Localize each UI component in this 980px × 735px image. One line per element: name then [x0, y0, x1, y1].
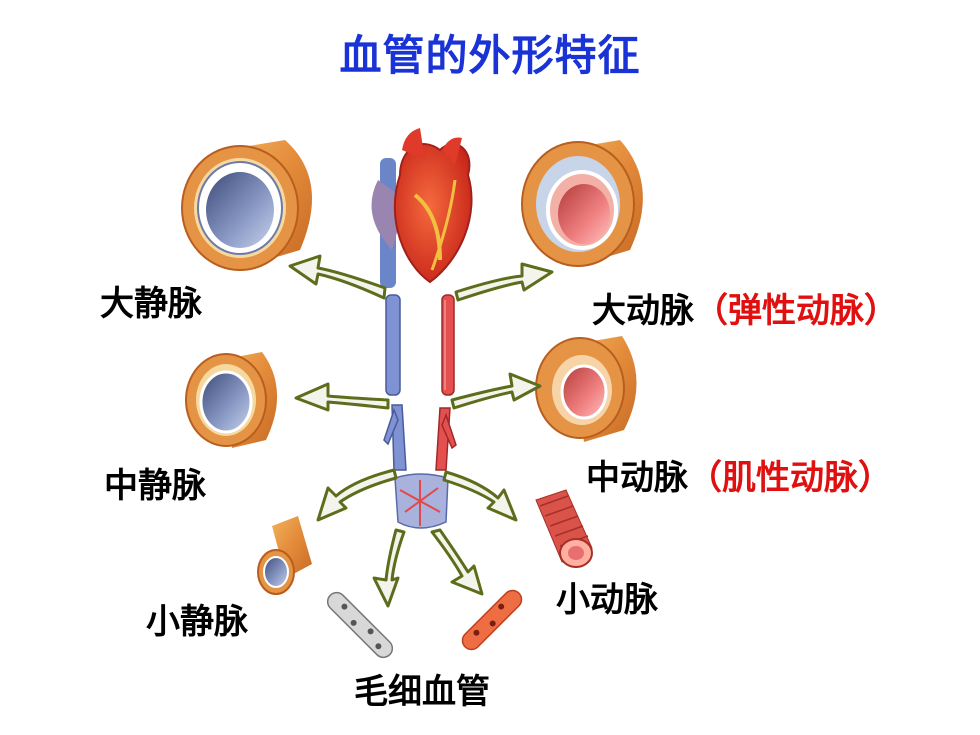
label-medium-artery-note: （肌性动脉）: [688, 458, 892, 498]
arrow-to-large-artery: [454, 262, 554, 302]
arrow-to-capillary-left: [372, 528, 406, 608]
label-large-vein: 大静脉: [100, 284, 202, 324]
arrow-to-small-artery: [442, 470, 518, 522]
arrow-to-medium-vein: [294, 382, 390, 412]
label-medium-artery-name: 中动脉: [586, 458, 688, 498]
label-medium-artery: 中动脉（肌性动脉）: [586, 450, 892, 499]
label-large-artery-name: 大动脉: [592, 291, 694, 331]
arrows: [288, 254, 554, 608]
label-small-artery: 小动脉: [556, 580, 658, 620]
large-artery-illustration: [521, 140, 643, 267]
small-artery-illustration: [535, 489, 593, 568]
label-capillary: 毛细血管: [354, 672, 490, 712]
label-small-vein: 小静脉: [146, 602, 248, 642]
label-large-artery: 大动脉（弹性动脉）: [592, 283, 898, 332]
label-medium-vein: 中静脉: [104, 466, 206, 506]
arrow-to-small-vein: [316, 468, 398, 522]
medium-vein-illustration: [185, 352, 278, 448]
page-title: 血管的外形特征: [339, 31, 641, 80]
label-large-artery-note: （弹性动脉）: [694, 291, 898, 331]
arrow-to-large-vein: [288, 254, 387, 300]
capillary-illustration: [326, 589, 523, 659]
arrow-to-medium-artery: [450, 372, 542, 410]
large-vein-illustration: [181, 140, 312, 271]
capillary-bed: [394, 473, 449, 529]
heart-illustration: [371, 128, 473, 288]
artery-trunk: [435, 294, 457, 471]
arrow-to-capillary-right: [430, 528, 484, 596]
vein-trunk: [383, 294, 407, 471]
medium-artery-illustration: [535, 336, 637, 442]
small-vein-illustration: [257, 516, 312, 595]
